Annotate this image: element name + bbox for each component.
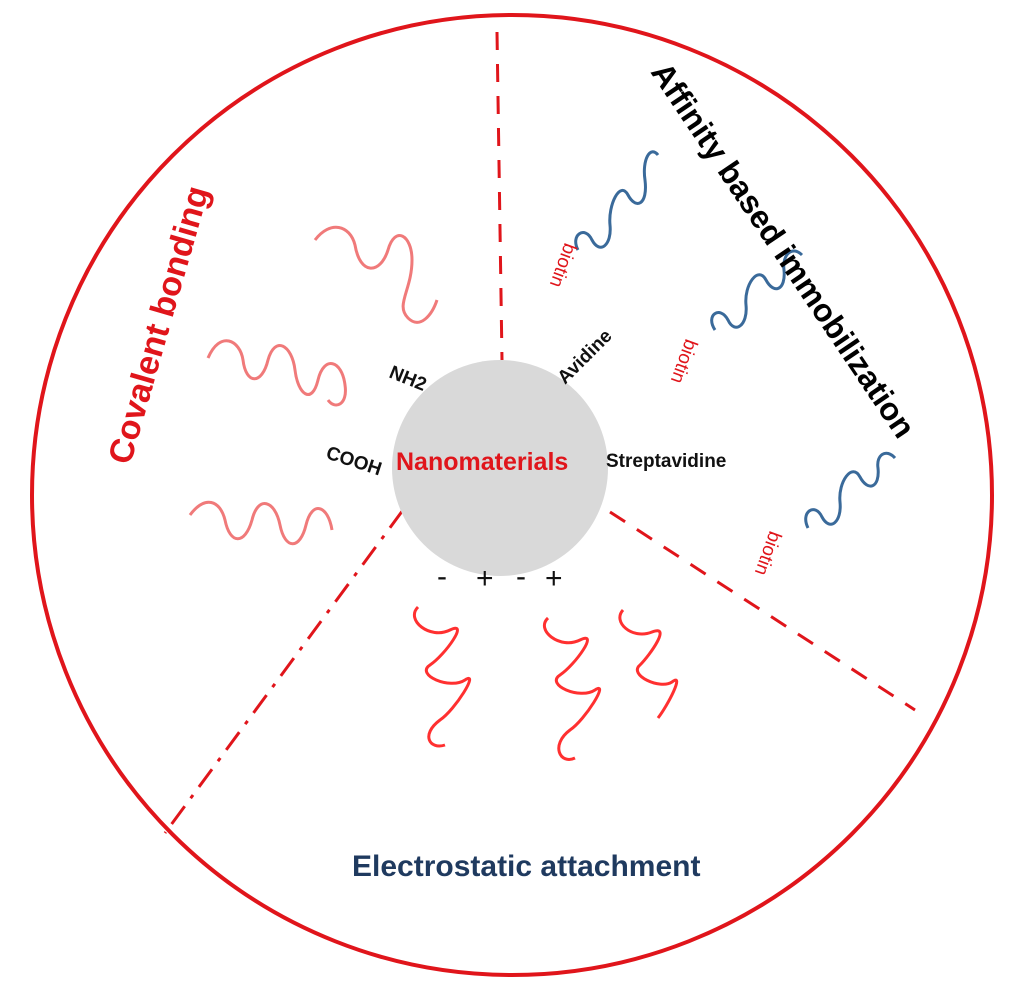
charge-1: - xyxy=(437,560,447,593)
biotin-label-3: biotin xyxy=(750,528,785,578)
charge-3: - xyxy=(516,560,526,593)
cooh-label: COOH xyxy=(323,443,384,481)
nh2-label: NH2 xyxy=(386,362,429,396)
electrostatic-strand xyxy=(413,605,472,748)
covalent-strand xyxy=(188,501,334,546)
electrostatic-strand xyxy=(618,608,679,719)
affinity-strands xyxy=(574,150,897,529)
avidine-label: Avidine xyxy=(554,326,617,389)
covalent-strands xyxy=(188,225,439,546)
electrostatic-strand xyxy=(543,616,602,761)
covalent-bonding-title: Covalent bonding xyxy=(101,182,217,468)
nanomaterial-core xyxy=(392,360,608,576)
covalent-strand xyxy=(206,339,347,407)
divider-left xyxy=(163,509,405,834)
biotin-label-1: biotin xyxy=(545,240,580,290)
streptavidine-label: Streptavidine xyxy=(606,451,726,472)
center-label: Nanomaterials xyxy=(396,448,568,476)
biotin-strand xyxy=(804,451,897,529)
biotin-strand xyxy=(574,150,660,251)
charge-4: + xyxy=(545,562,563,595)
electrostatic-strands xyxy=(413,605,679,761)
biotin-label-2: biotin xyxy=(666,336,701,386)
divider-top xyxy=(495,31,504,361)
divider-right xyxy=(609,510,916,712)
electrostatic-title: Electrostatic attachment xyxy=(352,850,700,883)
charge-2: + xyxy=(476,562,494,595)
outer-circle xyxy=(30,13,994,977)
covalent-strand xyxy=(313,225,439,324)
biotin-strand xyxy=(710,249,804,331)
